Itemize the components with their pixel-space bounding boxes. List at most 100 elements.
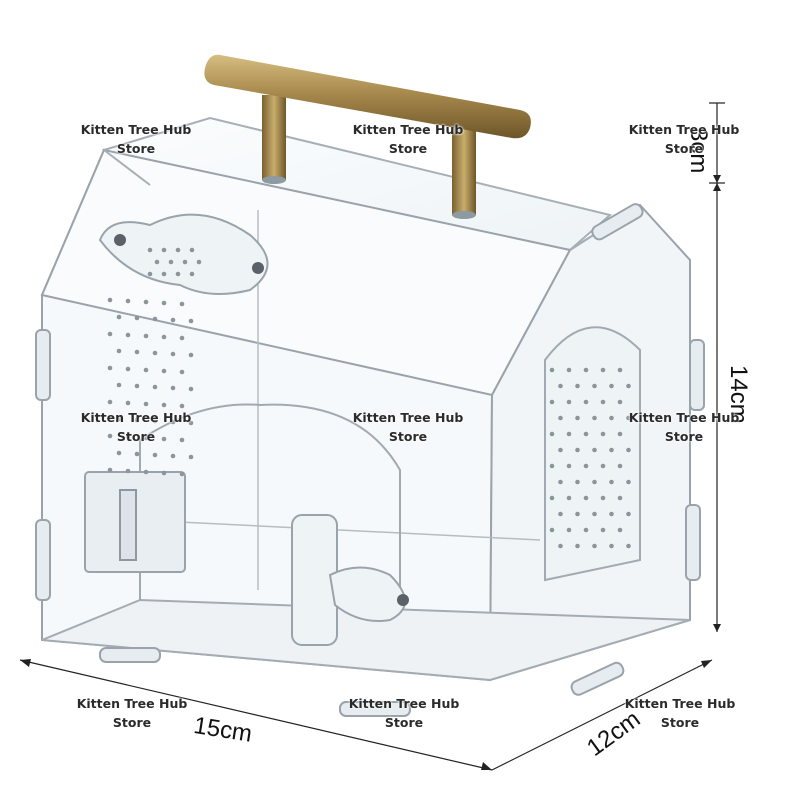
ventilation-hole (558, 511, 563, 517)
ventilation-hole (116, 314, 122, 320)
ventilation-hole (107, 297, 113, 303)
ventilation-hole (617, 527, 623, 533)
ventilation-hole (188, 454, 194, 460)
ventilation-hole (617, 463, 623, 469)
watermark: Kitten Tree Hub Store (334, 694, 474, 732)
watermark-line-1: Kitten Tree Hub (624, 696, 736, 711)
ventilation-hole (609, 383, 614, 389)
watermark-line-1: Kitten Tree Hub (352, 410, 464, 425)
ventilation-hole (600, 527, 606, 533)
ventilation-hole (134, 451, 140, 457)
ventilation-hole (143, 469, 149, 475)
ventilation-hole (626, 447, 631, 453)
watermark-line-2: Store (116, 141, 156, 156)
ventilation-hole (566, 431, 572, 437)
ventilation-hole (549, 527, 555, 533)
dimension-lines (19, 102, 725, 771)
ventilation-hole (600, 495, 606, 501)
watermark-line-1: Kitten Tree Hub (80, 410, 192, 425)
ventilation-hole (170, 453, 176, 459)
watermark-line-1: Kitten Tree Hub (348, 696, 460, 711)
ventilation-hole (107, 331, 113, 337)
watermark: Kitten Tree Hub Store (66, 408, 206, 446)
ventilation-hole (575, 511, 580, 517)
brass-handle (204, 54, 531, 219)
ventilation-hole (609, 543, 614, 549)
ventilation-hole (583, 431, 589, 437)
watermark: Kitten Tree Hub Store (614, 120, 754, 158)
side-arch-window (544, 326, 641, 582)
watermark-line-2: Store (660, 715, 700, 730)
ventilation-hole (161, 271, 167, 277)
watermark-line-2: Store (388, 141, 428, 156)
ventilation-hole (549, 367, 555, 373)
ventilation-hole (143, 333, 149, 339)
ventilation-hole (107, 365, 113, 371)
ventilation-hole (549, 463, 555, 469)
ventilation-hole (592, 511, 597, 517)
ventilation-hole (626, 415, 631, 421)
ventilation-hole (600, 431, 606, 437)
ventilation-hole (188, 318, 194, 324)
ventilation-hole (143, 401, 149, 407)
ventilation-hole (170, 385, 176, 391)
watermark-line-1: Kitten Tree Hub (628, 410, 740, 425)
ventilation-hole (134, 383, 140, 389)
watermark-line-2: Store (388, 429, 428, 444)
watermark-line-1: Kitten Tree Hub (628, 122, 740, 137)
ventilation-hole (179, 403, 185, 409)
ventilation-hole (107, 399, 113, 405)
ventilation-hole (626, 511, 631, 517)
ventilation-hole (583, 367, 589, 373)
ventilation-hole (575, 543, 580, 549)
watermark-line-1: Kitten Tree Hub (352, 122, 464, 137)
watermark: Kitten Tree Hub Store (62, 694, 202, 732)
ventilation-hole (152, 418, 158, 424)
ventilation-hole (125, 468, 131, 474)
ventilation-hole (179, 471, 185, 477)
ventilation-hole (125, 366, 131, 372)
ventilation-hole (626, 383, 631, 389)
ventilation-hole (107, 433, 113, 439)
ventilation-hole (609, 511, 614, 517)
ventilation-hole (175, 247, 181, 253)
ventilation-hole (143, 299, 149, 305)
ventilation-hole (161, 300, 167, 306)
ventilation-hole (143, 435, 149, 441)
ventilation-hole (549, 495, 555, 501)
ventilation-hole (188, 420, 194, 426)
watermark-line-1: Kitten Tree Hub (76, 696, 188, 711)
ventilation-hole (170, 317, 176, 323)
ventilation-hole (152, 384, 158, 390)
ventilation-hole (617, 431, 623, 437)
ventilation-hole (626, 479, 631, 485)
ventilation-hole (566, 367, 572, 373)
ventilation-hole (600, 399, 606, 405)
ventilation-hole (558, 415, 563, 421)
watermark: Kitten Tree Hub Store (614, 408, 754, 446)
ventilation-hole (168, 259, 174, 265)
ventilation-hole (161, 470, 167, 476)
ventilation-hole (179, 335, 185, 341)
ventilation-hole (592, 383, 597, 389)
ventilation-hole (592, 415, 597, 421)
ventilation-hole (179, 437, 185, 443)
ventilation-hole (549, 431, 555, 437)
ventilation-hole (147, 271, 153, 277)
ventilation-hole (626, 543, 631, 549)
ventilation-hole (196, 259, 202, 265)
ventilation-hole (152, 350, 158, 356)
ventilation-hole (566, 527, 572, 533)
watermark-line-2: Store (112, 715, 152, 730)
ventilation-hole (134, 315, 140, 321)
watermark: Kitten Tree Hub Store (610, 694, 750, 732)
ventilation-hole (188, 386, 194, 392)
base-panel (41, 598, 691, 682)
watermark-line-2: Store (664, 429, 704, 444)
ventilation-hole (161, 436, 167, 442)
ventilation-hole (566, 463, 572, 469)
ventilation-hole (617, 367, 623, 373)
ventilation-hole (566, 495, 572, 501)
watermark: Kitten Tree Hub Store (338, 408, 478, 446)
ventilation-hole (161, 368, 167, 374)
